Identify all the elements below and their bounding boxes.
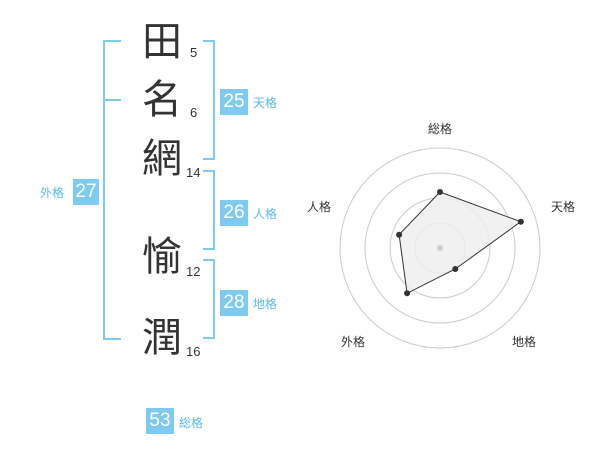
name-char-2: 名 <box>142 77 182 123</box>
radar-ring-4 <box>339 147 541 349</box>
radar-label-gaikaku: 外格 <box>341 334 365 349</box>
radar-label-jinkaku: 人格 <box>307 199 331 214</box>
radar-points <box>396 189 524 297</box>
stroke-count-2: 6 <box>190 105 198 120</box>
name-char-5: 潤 <box>142 315 182 361</box>
radar-label-soukaku: 総格 <box>428 121 452 136</box>
tenkaku-bracket <box>213 40 215 160</box>
gaikaku-value: 27 <box>73 179 99 205</box>
soukaku-label: 総格 <box>179 416 204 430</box>
radar-point-2 <box>452 266 459 273</box>
chikaku-bracket-bottom-tick <box>203 337 215 339</box>
radar-point-1 <box>517 218 524 225</box>
jinkaku-bracket <box>213 170 215 250</box>
radar-point-0 <box>437 189 443 195</box>
radar-point-3 <box>404 290 411 297</box>
gaikaku-label: 外格 <box>40 186 65 200</box>
stroke-count-5: 16 <box>186 344 201 359</box>
radar-label-tenkaku: 天格 <box>551 199 575 214</box>
stroke-count-4: 12 <box>186 264 201 279</box>
stroke-count-1: 5 <box>190 45 198 60</box>
jinkaku-bracket-bottom-tick <box>203 248 215 250</box>
radar-center-dot <box>437 245 443 251</box>
gaikaku-bracket <box>103 40 105 340</box>
radar-label-chikaku: 地格 <box>512 334 536 349</box>
jinkaku-bracket-top-tick <box>203 170 215 172</box>
chikaku-bracket <box>213 259 215 339</box>
tenkaku-value: 25 <box>220 89 248 115</box>
gaikaku-bracket-mid-tick <box>103 99 121 101</box>
soukaku-value: 53 <box>146 408 174 434</box>
name-char-1: 田 <box>142 19 182 65</box>
gaikaku-bracket-bottom-tick <box>103 338 121 340</box>
chikaku-bracket-top-tick <box>203 259 215 261</box>
radar-point-4 <box>396 231 403 238</box>
jinkaku-value: 26 <box>220 200 248 226</box>
radar-polygon <box>398 191 522 295</box>
name-char-3: 網 <box>142 136 182 182</box>
chikaku-value: 28 <box>220 290 248 316</box>
name-char-4: 愉 <box>142 234 182 280</box>
gaikaku-bracket-top-tick <box>103 40 121 42</box>
tenkaku-label: 天格 <box>253 96 278 110</box>
stroke-count-3: 14 <box>186 165 201 180</box>
tenkaku-bracket-bottom-tick <box>203 158 215 160</box>
chikaku-label: 地格 <box>253 297 278 311</box>
radar-ring-3 <box>364 172 516 324</box>
radar-chart: 総格 天格 地格 外格 人格 <box>307 121 575 349</box>
jinkaku-label: 人格 <box>253 207 278 221</box>
tenkaku-bracket-top-tick <box>203 40 215 42</box>
